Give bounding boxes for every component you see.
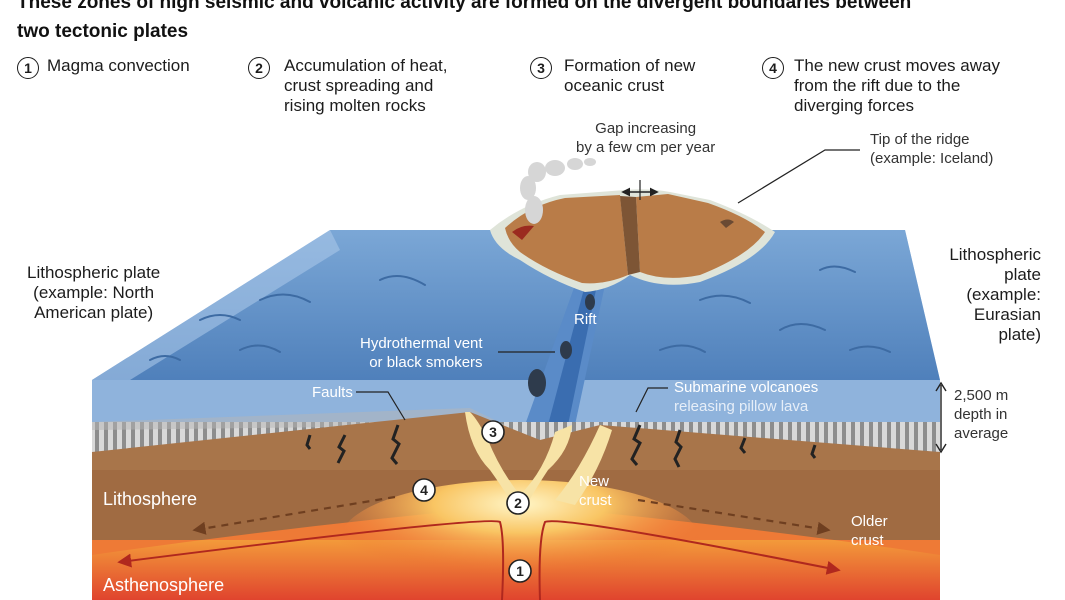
older-crust-line-2: crust — [851, 532, 884, 549]
svg-text:3: 3 — [489, 424, 497, 440]
left-plate-line-2: (example: North — [33, 283, 155, 302]
title-line-2: two tectonic plates — [17, 21, 189, 42]
gap-label-line-1: Gap increasing — [595, 120, 697, 137]
svg-text:1: 1 — [516, 563, 524, 579]
gap-label: Gap increasing by a few cm per year — [576, 119, 715, 157]
marker-2: 2 — [506, 491, 530, 515]
depth-bracket — [935, 381, 947, 454]
rift-label: Rift — [574, 311, 597, 328]
right-plate-line-4: Eurasian — [973, 305, 1041, 324]
depth-line-2: depth in — [954, 406, 1008, 423]
volcano-label-line-2: releasing pillow lava — [674, 398, 809, 415]
depth-label: 2,500 m depth in average — [954, 386, 1008, 443]
fault-cracks — [305, 424, 817, 468]
left-plate-line-1: Lithospheric plate — [27, 263, 161, 282]
asthenosphere-label: Asthenosphere — [103, 575, 225, 595]
step-3-text: Formation of new oceanic crust — [564, 56, 695, 96]
right-plate-line-5: plate) — [998, 325, 1041, 344]
step-2-line-2: crust spreading and — [284, 76, 434, 95]
step-3-number: 3 — [530, 57, 552, 79]
page-title: These zones of high seismic and volcanic… — [17, 0, 1017, 46]
spreading-arrows — [192, 495, 831, 535]
gap-label-line-2: by a few cm per year — [576, 139, 716, 156]
depth-line-3: average — [954, 425, 1009, 442]
step-3-line-2: oceanic crust — [564, 76, 665, 95]
older-crust-label: Older crust — [851, 512, 888, 550]
right-plate-label: Lithospheric plate (example: Eurasian pl… — [949, 245, 1041, 345]
faults-label: Faults — [312, 384, 353, 401]
title-line-1: These zones of high seismic and volcanic… — [17, 0, 912, 13]
depth-line-1: 2,500 m — [954, 387, 1009, 404]
step-3-line-1: Formation of new — [564, 56, 696, 75]
step-1-number: 1 — [17, 57, 39, 79]
right-plate-line-1: Lithospheric — [949, 245, 1041, 264]
tip-of-ridge-label: Tip of the ridge (example: Iceland) — [870, 130, 993, 168]
callout-lines — [356, 149, 860, 421]
marker-3: 3 — [481, 420, 505, 444]
new-crust-line-1: New — [579, 473, 610, 490]
left-plate-label: Lithospheric plate (example: North Ameri… — [27, 263, 160, 323]
new-crust-label: New crust — [579, 472, 612, 510]
new-crust-line-2: crust — [579, 492, 612, 509]
step-4-line-1: The new crust moves away — [794, 56, 1000, 75]
step-4-line-3: diverging forces — [794, 96, 915, 115]
right-plate-line-3: (example: — [966, 285, 1041, 304]
svg-text:4: 4 — [420, 482, 428, 498]
volcano-label-line-1: Submarine volcanoes — [674, 379, 819, 396]
submarine-volcanoes-label: Submarine volcanoes releasing pillow lav… — [674, 378, 818, 416]
step-2-line-3: rising molten rocks — [284, 96, 426, 115]
island-ridge — [490, 189, 775, 292]
step-4-line-2: from the rift due to the — [794, 76, 961, 95]
step-4-number: 4 — [762, 57, 784, 79]
black-smokers — [528, 294, 595, 397]
step-4-text: The new crust moves away from the rift d… — [794, 56, 1000, 116]
left-plate-line-3: American plate) — [34, 303, 154, 322]
hydrothermal-vent-label: Hydrothermal vent or black smokers — [360, 334, 483, 372]
step-2-text: Accumulation of heat, crust spreading an… — [284, 56, 447, 116]
svg-text:2: 2 — [514, 495, 522, 511]
lithosphere-label: Lithosphere — [103, 489, 198, 509]
marker-4: 4 — [412, 478, 436, 502]
right-plate-line-2: plate — [1004, 265, 1041, 284]
step-2-number: 2 — [248, 57, 270, 79]
step-1-line-1: Magma convection — [47, 56, 190, 75]
step-2-line-1: Accumulation of heat, — [284, 56, 448, 75]
tip-label-line-1: Tip of the ridge — [870, 131, 970, 148]
vent-label-line-2: or black smokers — [369, 354, 483, 371]
vent-label-line-1: Hydrothermal vent — [360, 335, 483, 352]
smoke-plume — [520, 158, 596, 224]
tip-label-line-2: (example: Iceland) — [870, 150, 994, 167]
convection-arrows — [117, 520, 841, 600]
gap-arrow — [621, 180, 659, 200]
older-crust-line-1: Older — [851, 513, 888, 530]
step-1-text: Magma convection — [47, 56, 190, 76]
marker-1: 1 — [508, 559, 532, 583]
